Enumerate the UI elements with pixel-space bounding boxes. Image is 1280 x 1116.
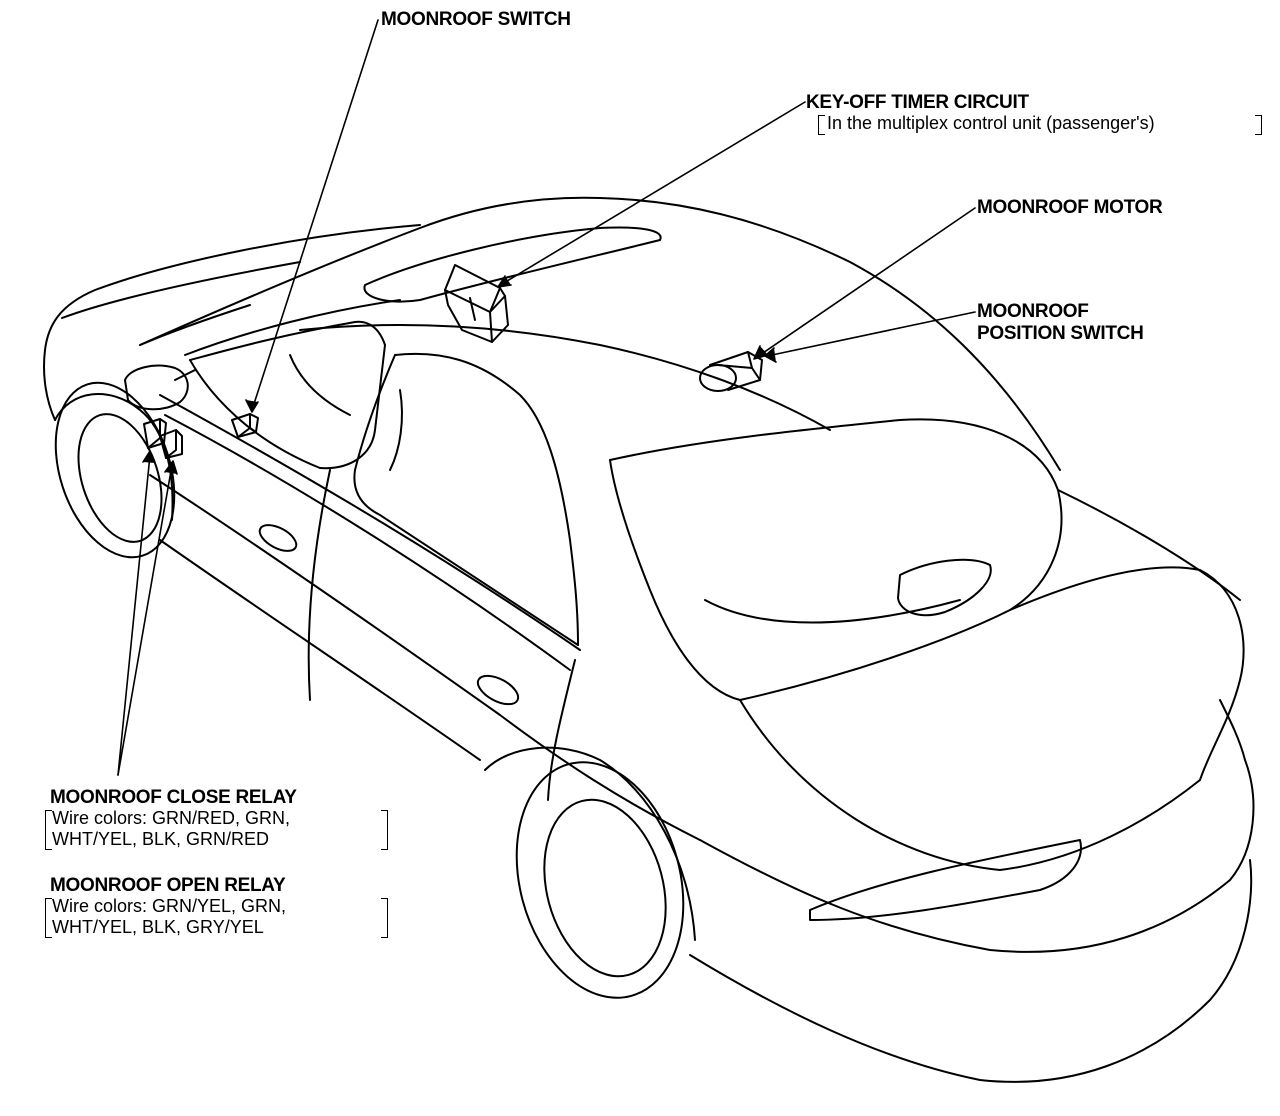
moonroof-switch-unit [231, 413, 259, 438]
open-relay-bracket-right [381, 898, 388, 938]
open-relay-title: MOONROOF OPEN RELAY [50, 875, 286, 896]
close-relay-title: MOONROOF CLOSE RELAY [50, 787, 297, 808]
open-relay-wires-line2: WHT/YEL, BLK, GRY/YEL [52, 917, 264, 937]
position-switch-label-line1: MOONROOF [977, 301, 1089, 322]
open-relay-wires-line1: Wire colors: GRN/YEL, GRN, [52, 896, 287, 916]
key-off-timer-title: KEY-OFF TIMER CIRCUIT [806, 92, 1029, 113]
close-relay-wires-line1: Wire colors: GRN/RED, GRN, [52, 808, 291, 828]
leader-lines [117, 19, 976, 776]
key-off-timer-note: In the multiplex control unit (passenger… [827, 113, 1155, 133]
key-off-timer-bracket-right [1255, 115, 1262, 135]
car-body-outline [43, 196, 1255, 1083]
key-off-timer-bracket-left [818, 115, 825, 135]
moonroof-switch-label: MOONROOF SWITCH [381, 9, 571, 30]
position-switch-label-line2: POSITION SWITCH [977, 323, 1144, 344]
close-relay-bracket-left [45, 810, 52, 850]
relay-units [143, 418, 183, 459]
key-off-timer-unit [444, 264, 509, 343]
close-relay-wires-line2: WHT/YEL, BLK, GRN/RED [52, 829, 270, 849]
moonroof-motor-label: MOONROOF MOTOR [977, 197, 1163, 218]
close-relay-bracket-right [381, 810, 388, 850]
open-relay-bracket-left [45, 898, 52, 938]
moonroof-motor-unit [699, 351, 763, 392]
